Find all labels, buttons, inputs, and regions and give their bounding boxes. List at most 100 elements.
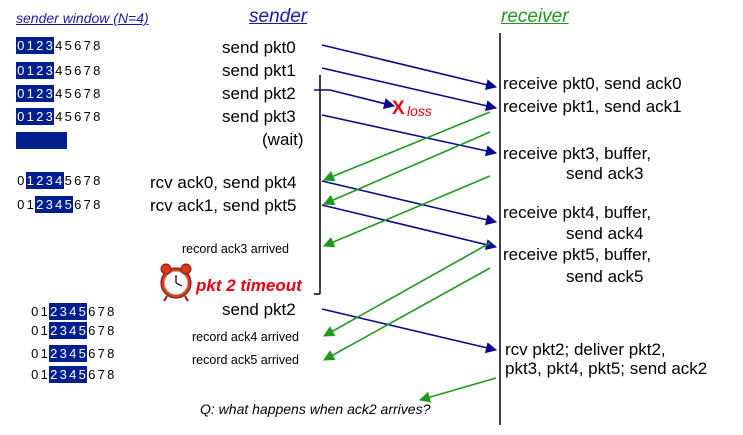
- seq-number: 7: [83, 173, 91, 188]
- wait-label: (wait): [262, 130, 304, 149]
- recv-pkt3-label-2: send ack3: [566, 164, 644, 183]
- seq-number: 7: [97, 323, 105, 338]
- record-ack4-label: record ack4 arrived: [192, 330, 299, 344]
- seq-number: 2: [35, 37, 45, 54]
- seq-number: 8: [93, 197, 101, 212]
- seq-number: 5: [77, 345, 87, 362]
- seq-number: 2: [49, 303, 59, 320]
- ack3-arrow: [322, 175, 491, 248]
- seq-number: 0: [31, 304, 39, 319]
- seq-number: 2: [35, 62, 45, 79]
- seq-number: 8: [93, 109, 101, 124]
- seq-number: 5: [64, 38, 72, 53]
- seq-number: 0: [31, 367, 39, 382]
- seq-number: 3: [44, 108, 54, 125]
- pkt2-timeout-label: pkt 2 timeout: [196, 276, 302, 295]
- seq-number: 6: [74, 109, 82, 124]
- rcv-ack0-label: rcv ack0, send pkt4: [150, 173, 297, 192]
- seq-number: 2: [35, 108, 45, 125]
- seq-number: 8: [107, 323, 115, 338]
- seq-number: 7: [97, 367, 105, 382]
- seq-number: 1: [40, 367, 48, 382]
- seq-number: 2: [35, 196, 45, 213]
- seq-number: 4: [55, 38, 63, 53]
- seq-number: 8: [93, 38, 101, 53]
- seq-number: 8: [107, 367, 115, 382]
- seq-number: 8: [93, 86, 101, 101]
- sender-header: sender: [249, 6, 308, 27]
- send-pkt0-label: send pkt0: [222, 38, 296, 57]
- seq-number: 1: [26, 197, 34, 212]
- loss-label: loss: [407, 103, 432, 119]
- seq-number: 7: [83, 86, 91, 101]
- seq-number: 5: [64, 86, 72, 101]
- recv-pkt4-label-2: send ack4: [566, 224, 644, 243]
- send-pkt2-label: send pkt2: [222, 84, 296, 103]
- recv-pkt0-label: receive pkt0, send ack0: [503, 74, 682, 93]
- seq-number: 0: [17, 197, 25, 212]
- seq-number: 1: [25, 108, 35, 125]
- seq-number: 4: [68, 303, 78, 320]
- seq-number: 2: [35, 85, 45, 102]
- seq-number: 4: [54, 196, 64, 213]
- seq-number: 5: [77, 303, 87, 320]
- sender-window-header: sender window (N=4): [16, 10, 149, 26]
- question-text: Q: what happens when ack2 arrives?: [200, 401, 431, 417]
- seq-number: 6: [88, 304, 96, 319]
- recv-pkt2-label-1: rcv pkt2; deliver pkt2,: [505, 340, 666, 359]
- ack4-arrow: [323, 242, 491, 337]
- recv-pkt1-label: receive pkt1, send ack1: [503, 97, 682, 116]
- seq-number: 4: [55, 109, 63, 124]
- seq-number: 6: [88, 323, 96, 338]
- seq-number: 8: [93, 63, 101, 78]
- seq-number: 0: [16, 108, 26, 125]
- seq-number: 1: [25, 85, 35, 102]
- ack1-arrow: [322, 131, 491, 206]
- seq-number: 1: [25, 172, 35, 189]
- send-pkt3-label: send pkt3: [222, 107, 296, 126]
- recv-pkt2-label-2: pkt3, pkt4, pkt5; send ack2: [505, 359, 708, 378]
- seq-number: 4: [54, 172, 64, 189]
- seq-number: 6: [74, 86, 82, 101]
- seq-number: 4: [68, 322, 78, 339]
- seq-number: 2: [35, 172, 45, 189]
- seq-number: 3: [58, 322, 68, 339]
- seq-number: 3: [44, 37, 54, 54]
- seq-number: 3: [44, 85, 54, 102]
- seq-number: 6: [74, 38, 82, 53]
- seq-number: 2: [49, 322, 59, 339]
- send-pkt1-label: send pkt1: [222, 61, 296, 80]
- seq-number: 5: [63, 196, 73, 213]
- seq-number: 1: [40, 323, 48, 338]
- seq-number: 3: [44, 172, 54, 189]
- seq-number: 1: [25, 62, 35, 79]
- seq-number: 6: [74, 197, 82, 212]
- seq-number: 7: [83, 38, 91, 53]
- seq-number: 3: [44, 196, 54, 213]
- seq-number: 3: [58, 366, 68, 383]
- recv-pkt5-label-2: send ack5: [566, 267, 644, 286]
- pkt0-arrow: [321, 44, 498, 91]
- ack5-arrow: [323, 267, 491, 361]
- seq-number: 1: [40, 304, 48, 319]
- seq-number: 4: [68, 366, 78, 383]
- seq-number: 4: [68, 345, 78, 362]
- seq-number: 6: [88, 367, 96, 382]
- seq-number: 3: [44, 62, 54, 79]
- seq-number: 5: [64, 109, 72, 124]
- seq-number: 2: [49, 345, 59, 362]
- recv-pkt5-label-1: receive pkt5, buffer,: [503, 245, 652, 264]
- seq-number: 6: [74, 63, 82, 78]
- pkt5-arrow: [321, 204, 498, 251]
- pkt2-resend-arrow: [321, 308, 498, 354]
- seq-number: 5: [64, 173, 72, 188]
- seq-number: 4: [55, 63, 63, 78]
- seq-number: 5: [77, 366, 87, 383]
